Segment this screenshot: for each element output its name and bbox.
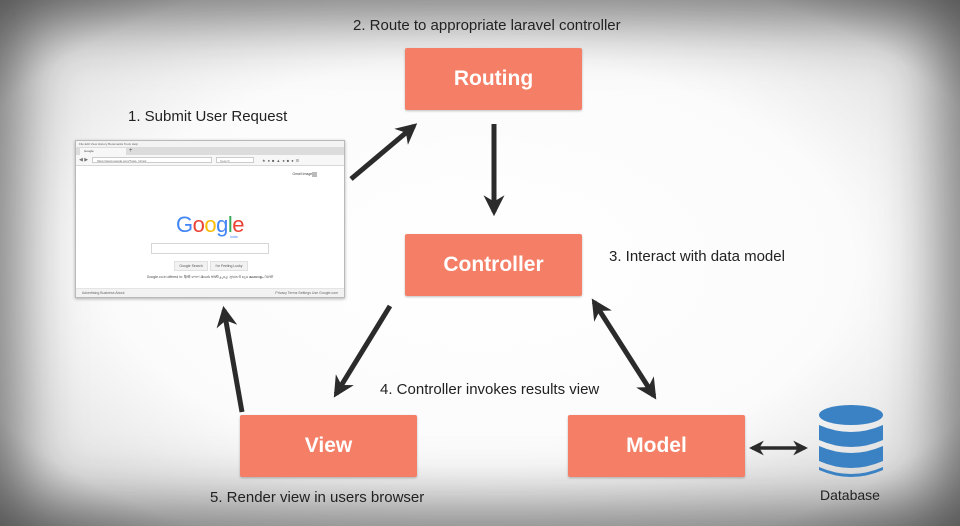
google-footer: Advertising Business About Privacy Terms… bbox=[76, 288, 344, 297]
browser-url-field: https://www.google.com/?gws_rd=ssl bbox=[92, 157, 212, 163]
apps-grid-icon bbox=[312, 172, 317, 177]
step-2-label: 2. Route to appropriate laravel controll… bbox=[353, 17, 621, 34]
controller-label: Controller bbox=[443, 253, 544, 276]
arrow-controller-to-view bbox=[333, 304, 393, 398]
arrow-view-to-browser bbox=[216, 305, 245, 413]
step-4-label: 4. Controller invokes results view bbox=[380, 381, 600, 398]
browser-toolbar: ◀ ▶ https://www.google.com/?gws_rd=ssl S… bbox=[76, 155, 344, 166]
arrow-controller-model-bidirectional bbox=[591, 298, 657, 400]
google-search-button: Google Search bbox=[174, 261, 208, 271]
controller-box: Controller bbox=[405, 234, 582, 296]
footer-right-links: Privacy Terms Settings Use Google.com bbox=[275, 291, 338, 295]
routing-box: Routing bbox=[405, 48, 582, 110]
step-1-label: 1. Submit User Request bbox=[128, 108, 288, 125]
logo-letter: l bbox=[227, 212, 233, 237]
step-3-label: 3. Interact with data model bbox=[609, 248, 785, 265]
new-tab-icon: + bbox=[129, 148, 133, 154]
google-search-input bbox=[151, 243, 269, 254]
feeling-lucky-button: I'm Feeling Lucky bbox=[210, 261, 248, 271]
view-label: View bbox=[304, 434, 353, 457]
model-box: Model bbox=[568, 415, 745, 477]
database-icon bbox=[819, 405, 883, 477]
model-label: Model bbox=[626, 434, 687, 457]
browser-menubar: File Edit View History Bookmarks Tools H… bbox=[76, 141, 344, 147]
logo-letter: g bbox=[216, 212, 228, 237]
logo-letter: e bbox=[232, 212, 244, 237]
routing-label: Routing bbox=[453, 67, 534, 90]
back-forward-icon: ◀ ▶ bbox=[79, 157, 89, 163]
browser-search-field: Search bbox=[216, 157, 254, 163]
database-label: Database bbox=[820, 487, 880, 503]
footer-left-links: Advertising Business About bbox=[82, 291, 125, 295]
browser-screenshot: File Edit View History Bookmarks Tools H… bbox=[75, 140, 345, 298]
google-languages: Google.co.in offered in: हिन्दी বাংলা తె… bbox=[146, 275, 274, 279]
arrow-browser-to-routing bbox=[349, 123, 418, 181]
step-5-label: 5. Render view in users browser bbox=[210, 489, 425, 506]
logo-letter: G bbox=[175, 212, 193, 237]
toolbar-icons: ★●■▲●■●☰ bbox=[262, 158, 302, 163]
view-box: View bbox=[240, 415, 417, 477]
google-region-label: India bbox=[230, 235, 238, 239]
google-logo: Google bbox=[76, 212, 344, 238]
browser-tabbar: Google + bbox=[76, 147, 344, 155]
browser-tab: Google bbox=[80, 148, 126, 155]
google-top-links: Gmail Images bbox=[292, 172, 314, 176]
logo-letter: o bbox=[192, 212, 205, 237]
logo-letter: o bbox=[204, 212, 217, 237]
